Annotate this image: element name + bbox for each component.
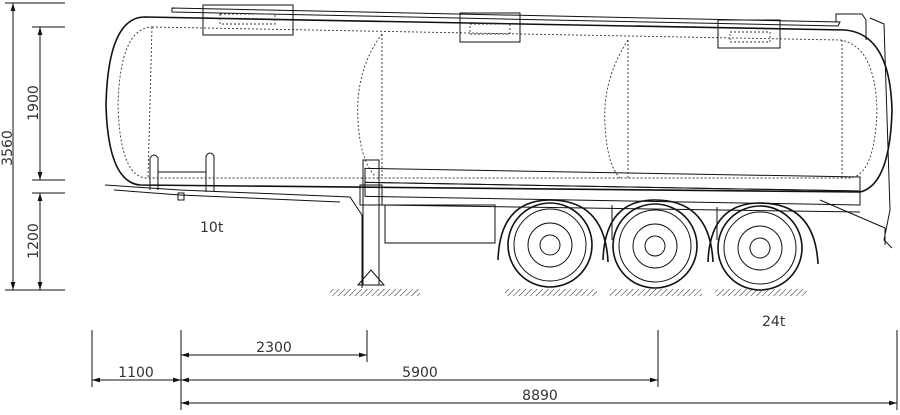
dimension-label-8890: 8890 bbox=[522, 388, 558, 404]
dimension-label-2300: 2300 bbox=[256, 340, 292, 356]
manhole-hatch-2 bbox=[459, 12, 521, 43]
wheel-2 bbox=[602, 199, 714, 296]
dimension-label-1200: 1200 bbox=[26, 223, 42, 259]
axle-group bbox=[497, 199, 819, 296]
manhole-hatch-3 bbox=[717, 19, 781, 49]
dimension-label-3560: 3560 bbox=[0, 130, 16, 166]
dimension-label-1900: 1900 bbox=[26, 85, 42, 121]
landing-gear bbox=[330, 159, 420, 296]
wheel-3 bbox=[707, 202, 819, 296]
dimension-label-5900: 5900 bbox=[402, 365, 438, 381]
vertical-dimensions: 3560 1900 1200 bbox=[0, 2, 65, 291]
axle-load-label: 24t bbox=[762, 314, 786, 330]
tank-body bbox=[104, 4, 893, 296]
wheel-1 bbox=[497, 199, 609, 296]
kingpin-load-label: 10t bbox=[200, 220, 224, 236]
dimension-label-1100: 1100 bbox=[118, 365, 154, 381]
horizontal-dimensions: 2300 1100 5900 8890 bbox=[91, 330, 898, 410]
manhole-hatch-1 bbox=[202, 4, 294, 36]
